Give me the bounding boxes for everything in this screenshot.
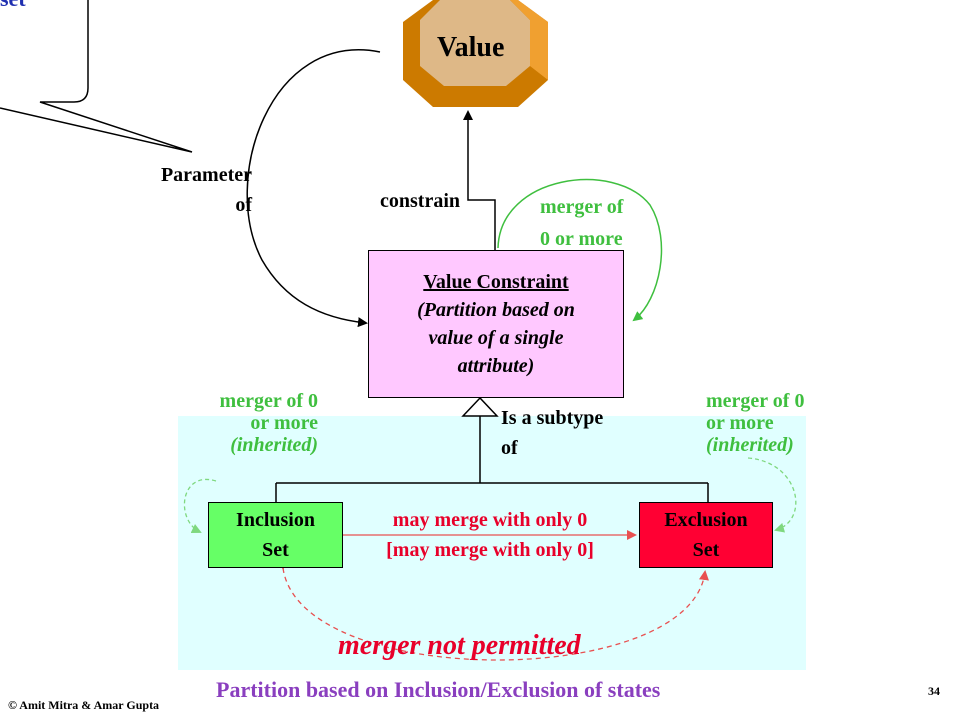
callout-bubble-outline (0, 0, 193, 153)
value-constraint-node: Value Constraint (Partition based on val… (368, 250, 624, 398)
parameter-of-label: Parameter of (160, 164, 252, 216)
is-subtype-of-label: Is a subtype of (501, 407, 604, 459)
merger-not-permitted-edge (276, 559, 709, 661)
constrain-label: constrain (380, 190, 460, 212)
inclusion-inherited-merger-label: merger of 0 or more (inherited) (219, 390, 318, 456)
value-constraint-subtitle-1: (Partition based on (417, 299, 575, 321)
inclusion-inherited-merger-edge (183, 478, 217, 534)
parameter-of-edge (246, 49, 381, 328)
partition-caption: Partition based on Inclusion/Exclusion o… (216, 677, 661, 702)
value-constraint-self-merger-label: merger of 0 or more (540, 196, 624, 250)
footer-copyright: © Amit Mitra & Amar Gupta (8, 698, 160, 712)
subtype-tree-edge (275, 416, 709, 502)
exclusion-inherited-merger-label: merger of 0 or more (inherited) (706, 390, 805, 456)
footer-page-number: 34 (928, 684, 940, 698)
merger-not-permitted-label: merger not permitted (338, 630, 581, 661)
value-constraint-title: Value Constraint (423, 271, 569, 293)
exclusion-inherited-merger-edge (747, 457, 797, 533)
constrain-edge (463, 110, 496, 250)
value-octagon (403, 0, 548, 107)
value-constraint-self-merger-edge (497, 178, 663, 322)
exclusion-set-node: Exclusion Set (639, 502, 773, 568)
value-constraint-subtitle-3: attribute) (457, 355, 535, 377)
inclusion-set-node: Inclusion Set (208, 502, 343, 568)
merge-with-only-label: may merge with only 0 [may merge with on… (386, 509, 594, 561)
subtype-triangle-icon (461, 396, 499, 417)
value-constraint-subtitle-2: value of a single (428, 327, 564, 349)
callout-text: set (0, 0, 26, 12)
value-node-label: Value (437, 32, 505, 63)
